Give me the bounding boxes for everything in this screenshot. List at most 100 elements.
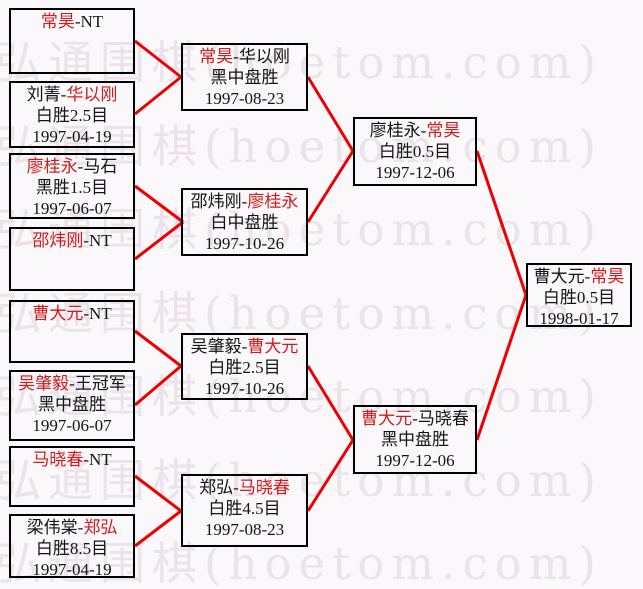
match-players: 吴肇毅-王冠军 <box>11 373 133 394</box>
player-right: 马晓春 <box>238 478 290 497</box>
separator: - <box>233 478 239 497</box>
player-right: 华以刚 <box>66 85 118 104</box>
connector-line <box>134 39 182 79</box>
connector-line <box>475 150 528 296</box>
match-date: 1997-04-19 <box>32 560 112 578</box>
connector-line <box>475 294 528 441</box>
match-date: 1997-10-26 <box>204 379 285 398</box>
player-right: 曹大元 <box>247 337 299 356</box>
match-box-r1m4: 邵炜刚-NT <box>9 227 135 291</box>
match-box-r1m1: 常昊-NT <box>9 8 135 74</box>
connector-line <box>306 150 355 223</box>
player-left: 曹大元 <box>32 304 84 323</box>
match-box-r1m3: 廖桂永-马石 黑胜1.5目 1997-06-07 <box>9 153 135 219</box>
separator: - <box>412 409 418 428</box>
player-right: 常昊 <box>590 267 625 286</box>
match-box-r2m4: 郑弘-马晓春 白胜4.5目 1997-08-23 <box>181 474 308 547</box>
match-box-sf1: 廖桂永-常昊 白胜0.5目 1997-12-06 <box>353 117 477 186</box>
match-players: 吴肇毅-曹大元 <box>183 336 306 357</box>
player-left: 吴肇毅 <box>18 374 70 393</box>
match-players: 廖桂永-马石 <box>11 156 133 177</box>
connector-line <box>134 184 184 224</box>
match-players: 邵炜刚-廖桂永 <box>183 191 306 212</box>
player-left: 廖桂永 <box>26 157 78 176</box>
player-right: 马石 <box>83 157 118 176</box>
player-left: 邵炜刚 <box>190 192 242 211</box>
match-result: 黑中盘胜 <box>210 68 279 87</box>
match-result: 黑胜1.5目 <box>35 178 109 197</box>
connector-line <box>306 76 355 152</box>
match-box-r1m7: 马晓春-NT <box>9 446 135 507</box>
match-players: 郑弘-马晓春 <box>183 477 306 498</box>
match-date: 1997-04-19 <box>32 127 112 146</box>
match-box-final: 曹大元-常昊 白胜0.5目 1998-01-17 <box>526 263 632 327</box>
separator: - <box>83 450 89 469</box>
match-box-r2m1: 常昊-华以刚 黑中盘胜 1997-08-23 <box>181 43 308 111</box>
match-result: 白胜0.5目 <box>542 288 616 307</box>
separator: - <box>77 157 84 176</box>
player-left: 郑弘 <box>199 478 234 497</box>
match-players: 常昊-NT <box>11 11 133 32</box>
player-right: NT <box>80 12 104 31</box>
player-left: 常昊 <box>40 12 75 31</box>
connector-line <box>306 365 355 441</box>
player-left: 曹大元 <box>361 409 413 428</box>
match-result: 白胜8.5目 <box>35 539 109 558</box>
connector-line <box>134 75 182 116</box>
match-box-r1m8: 梁伟棠-郑弘 白胜8.5目 1997-04-19 <box>9 514 135 578</box>
connector-line <box>134 220 184 261</box>
separator: - <box>241 192 248 211</box>
player-right: NT <box>89 231 112 250</box>
match-result: 白胜2.5目 <box>208 358 281 377</box>
player-left: 曹大元 <box>533 267 585 286</box>
match-box-r1m2: 刘菁-华以刚 白胜2.5目 1997-04-19 <box>9 81 135 148</box>
match-date: 1998-01-17 <box>539 309 619 327</box>
match-date: 1997-10-26 <box>204 234 285 253</box>
connector-line <box>134 364 182 407</box>
match-result: 黑中盘胜 <box>38 395 106 414</box>
separator: - <box>77 518 84 537</box>
separator: - <box>584 267 591 286</box>
match-players: 常昊-华以刚 <box>183 46 306 67</box>
player-right: 廖桂永 <box>247 192 299 211</box>
separator: - <box>420 121 427 140</box>
match-box-r1m6: 吴肇毅-王冠军 黑中盘胜 1997-06-07 <box>9 370 135 441</box>
separator: - <box>241 337 248 356</box>
connector-line <box>134 474 182 513</box>
match-players: 刘菁-华以刚 <box>11 84 133 105</box>
match-result: 黑中盘胜 <box>381 430 449 449</box>
connector-line <box>134 509 182 548</box>
player-right: 常昊 <box>426 121 461 140</box>
match-players: 马晓春-NT <box>11 449 133 470</box>
separator: - <box>83 231 89 250</box>
player-right: 华以刚 <box>238 47 290 66</box>
connector-line <box>306 439 355 512</box>
player-right: NT <box>89 304 112 323</box>
player-left: 马晓春 <box>32 450 84 469</box>
match-date: 1997-08-23 <box>204 520 285 539</box>
match-date: 1997-12-06 <box>375 451 455 470</box>
match-players: 梁伟棠-郑弘 <box>11 517 133 538</box>
match-result: 白胜4.5目 <box>208 499 281 518</box>
match-box-r2m3: 吴肇毅-曹大元 白胜2.5目 1997-10-26 <box>181 333 308 400</box>
connector-line <box>134 329 182 368</box>
player-right: 郑弘 <box>83 518 118 537</box>
player-left: 吴肇毅 <box>190 337 242 356</box>
match-result: 白胜2.5目 <box>35 106 109 125</box>
separator: - <box>83 304 89 323</box>
player-left: 廖桂永 <box>369 121 421 140</box>
player-left: 刘菁 <box>26 85 61 104</box>
match-players: 曹大元-马晓春 <box>355 408 475 429</box>
match-players: 廖桂永-常昊 <box>355 120 475 141</box>
match-box-r2m2: 邵炜刚-廖桂永 白中盘胜 1997-10-26 <box>181 188 308 256</box>
watermark-text: 弘通围棋(hoetom.com) <box>0 454 603 507</box>
player-left: 梁伟棠 <box>26 518 78 537</box>
player-left: 邵炜刚 <box>32 231 84 250</box>
separator: - <box>69 374 75 393</box>
player-left: 常昊 <box>199 47 234 66</box>
match-players: 曹大元-常昊 <box>528 266 630 287</box>
player-right: NT <box>89 450 112 469</box>
watermark-text: 弘通围棋(hoetom.com) <box>0 287 603 340</box>
